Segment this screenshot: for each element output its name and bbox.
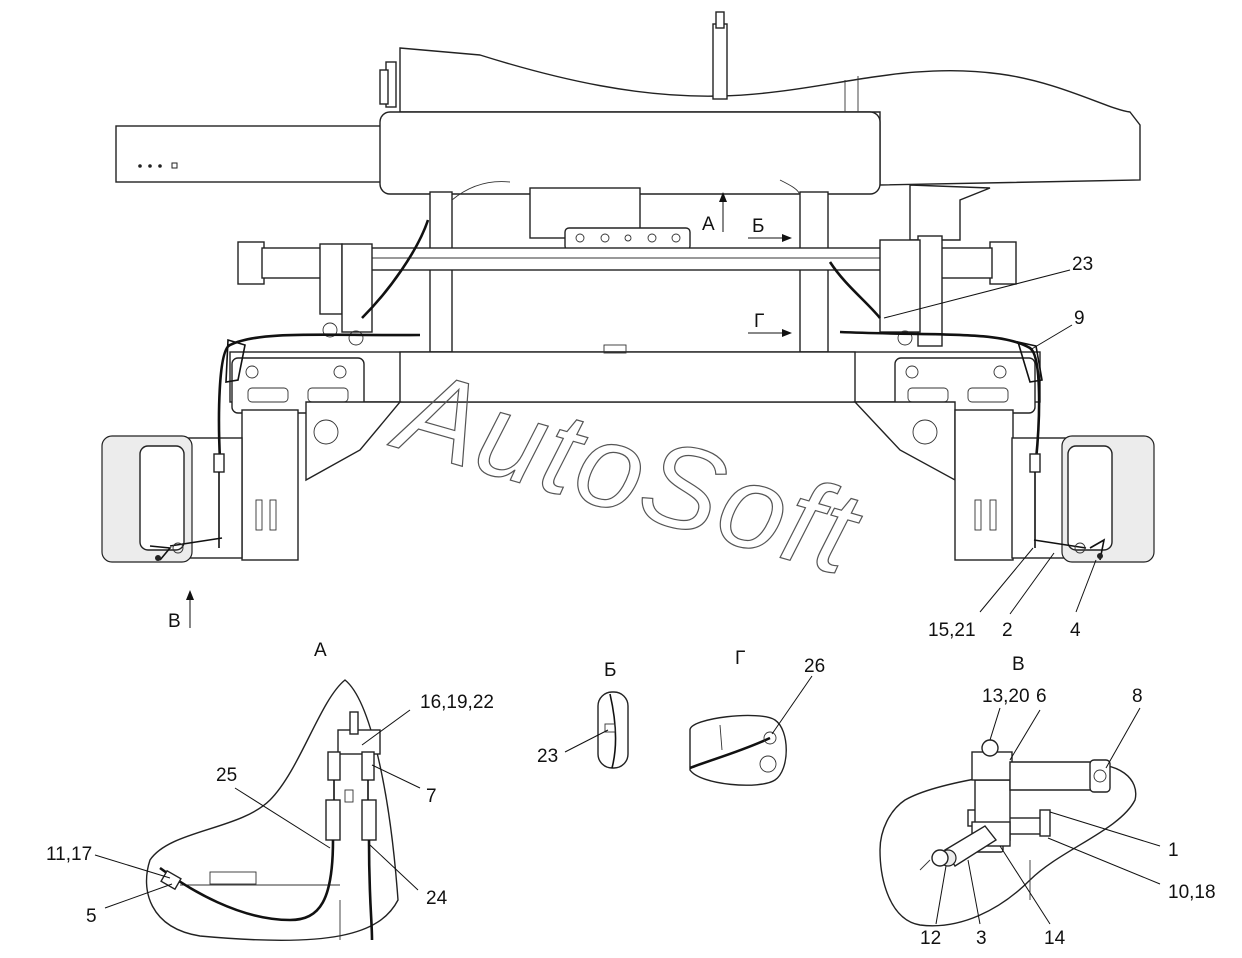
cable-right [839, 330, 1041, 461]
detail-b-outline [597, 691, 629, 769]
detail-a-outline [145, 679, 399, 942]
callout-6: 6 [1036, 686, 1047, 707]
detail-v-title: В [1012, 654, 1025, 675]
callout-15-21: 15,21 [928, 620, 976, 641]
detail-b: Б 23 [537, 660, 629, 769]
detail-a-title: А [314, 640, 327, 661]
left-frame-post [429, 191, 453, 353]
svg-text:Б: Б [752, 216, 764, 237]
main-callouts: 23 9 15,21 2 4 [883, 254, 1097, 641]
cable-right-upper [828, 261, 881, 319]
callout-4: 4 [1070, 620, 1081, 641]
callout-9: 9 [1074, 308, 1085, 329]
callout-10-18: 10,18 [1168, 882, 1216, 903]
callout-1: 1 [1168, 840, 1179, 861]
callout-3: 3 [976, 928, 987, 949]
hopper-body [399, 47, 1141, 186]
detail-g: Г 26 [689, 648, 825, 786]
callout-2: 2 [1002, 620, 1013, 641]
upper-post [712, 23, 728, 100]
callout-13-20: 13,20 [982, 686, 1030, 707]
main-view: А Б Г В 23 9 15,21 2 4 [101, 11, 1155, 641]
cable-left [217, 333, 421, 461]
callout-12: 12 [920, 928, 941, 949]
callout-16-19-22: 16,19,22 [420, 692, 494, 713]
svg-text:А: А [702, 214, 715, 235]
view-arrow-g: Г [748, 311, 792, 337]
view-arrow-v: В [168, 590, 194, 632]
detail-b-title: Б [604, 660, 616, 681]
callout-23-b: 23 [537, 746, 558, 767]
callout-8: 8 [1132, 686, 1143, 707]
detail-a-cable-24 [367, 839, 374, 941]
callout-23: 23 [1072, 254, 1093, 275]
main-cross-beam [379, 111, 881, 195]
svg-text:Г: Г [754, 311, 764, 332]
detail-g-title: Г [735, 648, 745, 669]
right-hub [954, 409, 1014, 561]
view-arrow-a: А [702, 192, 727, 235]
left-beam [115, 125, 385, 183]
right-frame-post [799, 191, 829, 353]
cable-left-upper [361, 219, 430, 319]
callout-26: 26 [804, 656, 825, 677]
callout-24: 24 [426, 888, 448, 909]
svg-text:В: В [168, 611, 181, 632]
detail-a: А 16,19,22 25 7 11,17 5 24 [46, 640, 494, 942]
callout-11-17: 11,17 [46, 844, 92, 865]
left-hub [241, 409, 299, 561]
callout-7: 7 [426, 786, 437, 807]
callout-14: 14 [1044, 928, 1066, 949]
detail-v: В 13,20 6 8 1 10,18 12 3 14 [879, 654, 1216, 949]
detail-a-cable-25 [159, 839, 335, 922]
callout-25: 25 [216, 765, 237, 786]
view-arrow-b: Б [748, 216, 792, 242]
callout-5: 5 [86, 906, 97, 927]
